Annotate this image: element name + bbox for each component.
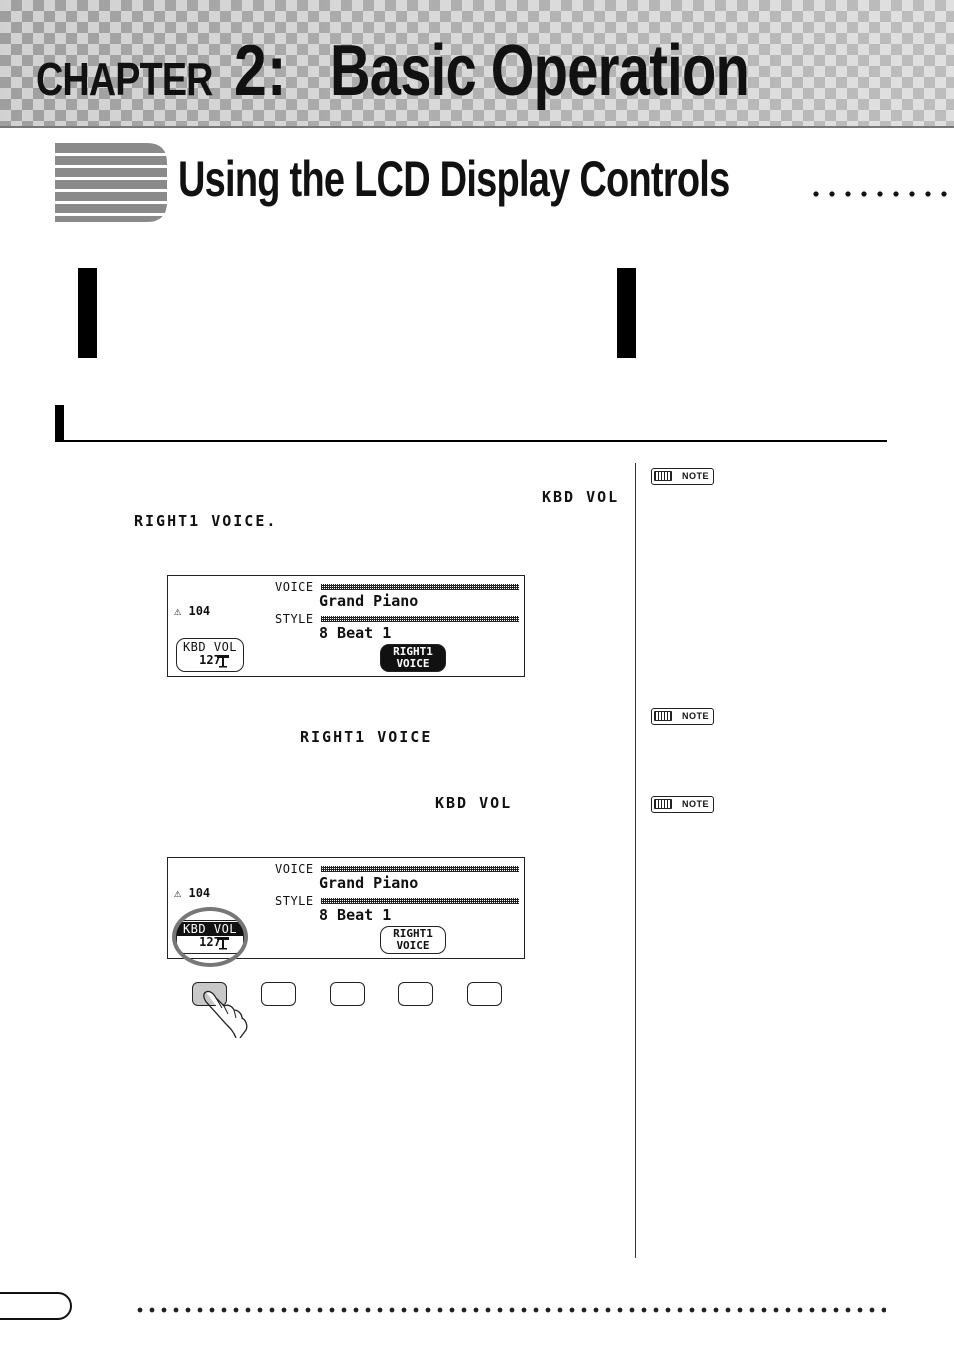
note-icon <box>654 799 672 809</box>
right1-voice-line1: RIGHT1 <box>393 645 433 658</box>
note-label: NOTE <box>682 711 710 721</box>
note-icon <box>654 711 672 721</box>
section-leader-dots <box>808 190 954 198</box>
term-kbd-vol: KBD VOL <box>542 488 620 506</box>
right-marker-bar <box>617 268 636 358</box>
sidebar-separator <box>635 463 636 1258</box>
lcd-button-3[interactable] <box>330 982 365 1006</box>
chapter-number: 2: <box>234 31 287 111</box>
lcd-screen: ⚠ 104 VOICE Grand Piano STYLE 8 Beat 1 K… <box>167 575 525 677</box>
right1-voice-button[interactable]: RIGHT1 VOICE <box>380 644 446 672</box>
tempo-value: 104 <box>188 604 211 618</box>
page-number-tab <box>0 1292 72 1320</box>
right1-voice-line2: VOICE <box>396 939 430 952</box>
chapter-label: CHAPTER <box>36 53 213 105</box>
voice-hatch <box>321 584 519 590</box>
voice-label: VOICE <box>275 580 314 594</box>
kbd-vol-control[interactable]: KBD VOL 127 <box>176 638 244 672</box>
kbd-vol-label: KBD VOL <box>182 640 238 654</box>
note-badge: NOTE <box>651 708 714 725</box>
voice-label: VOICE <box>275 862 314 876</box>
selection-highlight-circle <box>172 907 248 967</box>
style-hatch <box>321 898 519 904</box>
pointing-finger-icon <box>203 990 248 1038</box>
kbd-vol-value: 127 <box>199 653 221 667</box>
lcd-button-4[interactable] <box>398 982 433 1006</box>
chapter-banner-overlay <box>0 0 954 126</box>
slider-icon <box>217 655 229 668</box>
metronome-icon: ⚠ <box>174 886 182 900</box>
right1-voice-line1: RIGHT1 <box>393 927 433 940</box>
note-badge: NOTE <box>651 468 714 485</box>
tempo-display: ⚠ 104 <box>174 604 210 618</box>
style-value: 8 Beat 1 <box>319 624 392 642</box>
term-kbd-vol: KBD VOL <box>435 794 513 812</box>
lcd-button-5[interactable] <box>467 982 502 1006</box>
lcd-button-2[interactable] <box>261 982 296 1006</box>
voice-hatch <box>321 866 519 872</box>
style-label: STYLE <box>275 894 314 908</box>
right1-voice-button[interactable]: RIGHT1 VOICE <box>380 926 446 954</box>
note-label: NOTE <box>682 799 710 809</box>
style-hatch <box>321 616 519 622</box>
section-title: Using the LCD Display Controls <box>178 151 730 207</box>
tempo-value: 104 <box>188 886 211 900</box>
footer-dotted-rule <box>134 1306 886 1314</box>
term-right1-voice: RIGHT1 VOICE. <box>134 512 278 530</box>
left-marker-bar <box>78 268 97 358</box>
style-value: 8 Beat 1 <box>319 906 392 924</box>
style-label: STYLE <box>275 612 314 626</box>
subsection-rule <box>55 440 887 442</box>
chapter-banner <box>0 0 954 128</box>
voice-value: Grand Piano <box>319 874 419 892</box>
note-icon <box>654 471 672 481</box>
metronome-icon: ⚠ <box>174 604 182 618</box>
right1-voice-line2: VOICE <box>396 657 430 670</box>
subsection-marker <box>55 405 64 442</box>
tempo-display: ⚠ 104 <box>174 886 210 900</box>
voice-value: Grand Piano <box>319 592 419 610</box>
term-right1-voice: RIGHT1 VOICE <box>300 728 433 746</box>
note-label: NOTE <box>682 471 710 481</box>
chapter-title: Basic Operation <box>330 31 750 111</box>
note-badge: NOTE <box>651 796 714 813</box>
section-bars-icon <box>55 143 167 222</box>
